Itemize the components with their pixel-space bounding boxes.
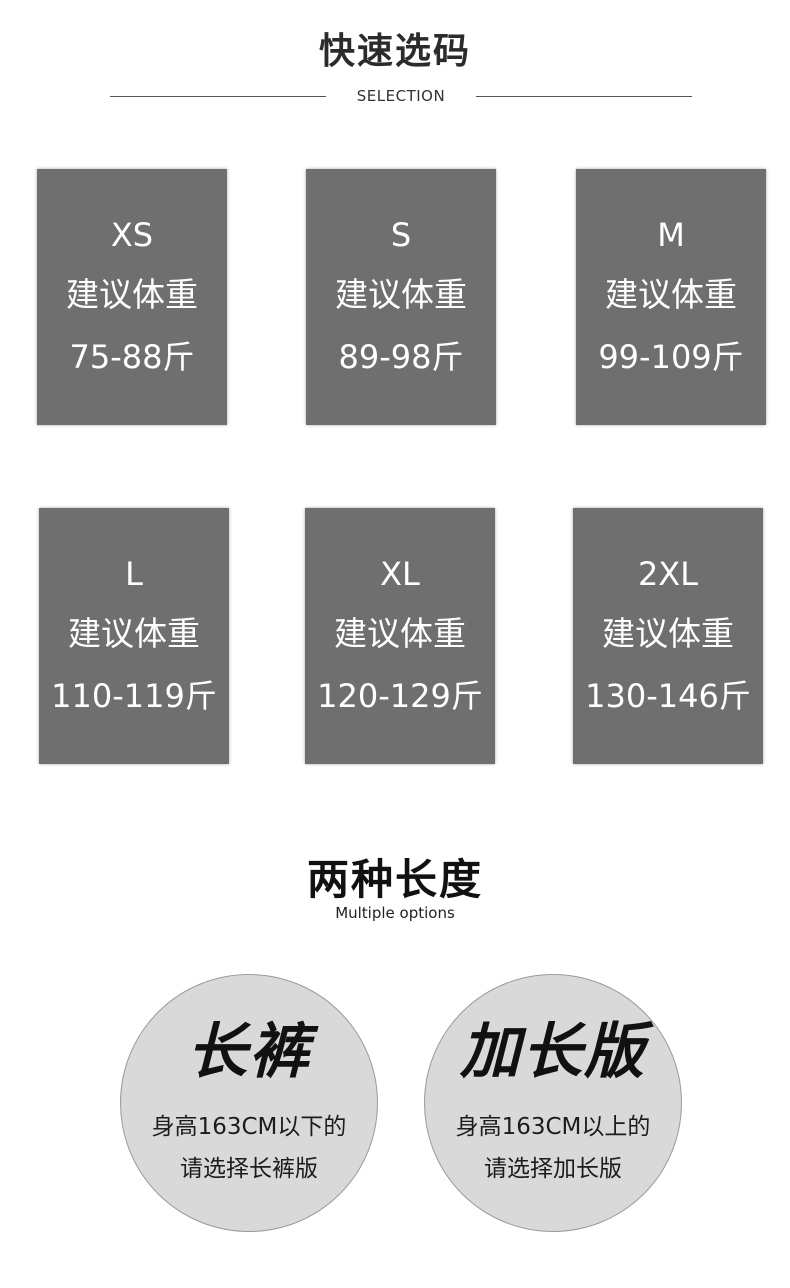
option-title: 加长版 — [460, 1017, 646, 1087]
page-title: 快速选码 — [318, 31, 471, 72]
size-weight-label: 建议体重 — [335, 275, 467, 314]
size-card-l[interactable]: L 建议体重 110-119斤 — [39, 508, 229, 764]
length-option-regular[interactable]: 长裤 身高163CM以下的 请选择长裤版 — [120, 974, 378, 1232]
size-label: M — [657, 216, 685, 254]
lengths-title: 两种长度 — [306, 855, 483, 904]
option-title: 长裤 — [187, 1017, 311, 1087]
option-height-note: 身高163CM以下的 — [151, 1114, 347, 1140]
size-weight-range: 89-98斤 — [338, 338, 464, 376]
size-weight-range: 75-88斤 — [69, 338, 195, 376]
option-choose-note: 请选择长裤版 — [180, 1156, 318, 1182]
size-weight-label: 建议体重 — [68, 614, 200, 653]
divider-line-left — [110, 96, 326, 97]
size-label: XL — [380, 555, 420, 593]
size-label: 2XL — [637, 555, 699, 593]
size-card-2xl[interactable]: 2XL 建议体重 130-146斤 — [573, 508, 763, 764]
length-option-extended[interactable]: 加长版 身高163CM以上的 请选择加长版 — [424, 974, 682, 1232]
size-weight-range: 99-109斤 — [598, 338, 744, 376]
size-card-xs[interactable]: XS 建议体重 75-88斤 — [37, 169, 227, 425]
option-choose-note: 请选择加长版 — [484, 1156, 622, 1182]
size-label: XS — [110, 216, 154, 254]
size-label: S — [390, 216, 412, 254]
size-weight-label: 建议体重 — [605, 275, 737, 314]
selection-divider: SELECTION — [0, 84, 790, 110]
size-weight-label: 建议体重 — [602, 614, 734, 653]
size-card-m[interactable]: M 建议体重 99-109斤 — [576, 169, 766, 425]
size-weight-range: 120-129斤 — [317, 677, 483, 715]
size-weight-range: 110-119斤 — [51, 677, 217, 715]
selection-subtitle: SELECTION — [356, 87, 446, 105]
divider-line-right — [476, 96, 692, 97]
size-weight-range: 130-146斤 — [585, 677, 751, 715]
size-card-s[interactable]: S 建议体重 89-98斤 — [306, 169, 496, 425]
lengths-subtitle: Multiple options — [335, 904, 455, 922]
size-weight-label: 建议体重 — [334, 614, 466, 653]
size-label: L — [125, 555, 143, 593]
option-height-note: 身高163CM以上的 — [455, 1114, 651, 1140]
size-weight-label: 建议体重 — [66, 275, 198, 314]
size-card-xl[interactable]: XL 建议体重 120-129斤 — [305, 508, 495, 764]
